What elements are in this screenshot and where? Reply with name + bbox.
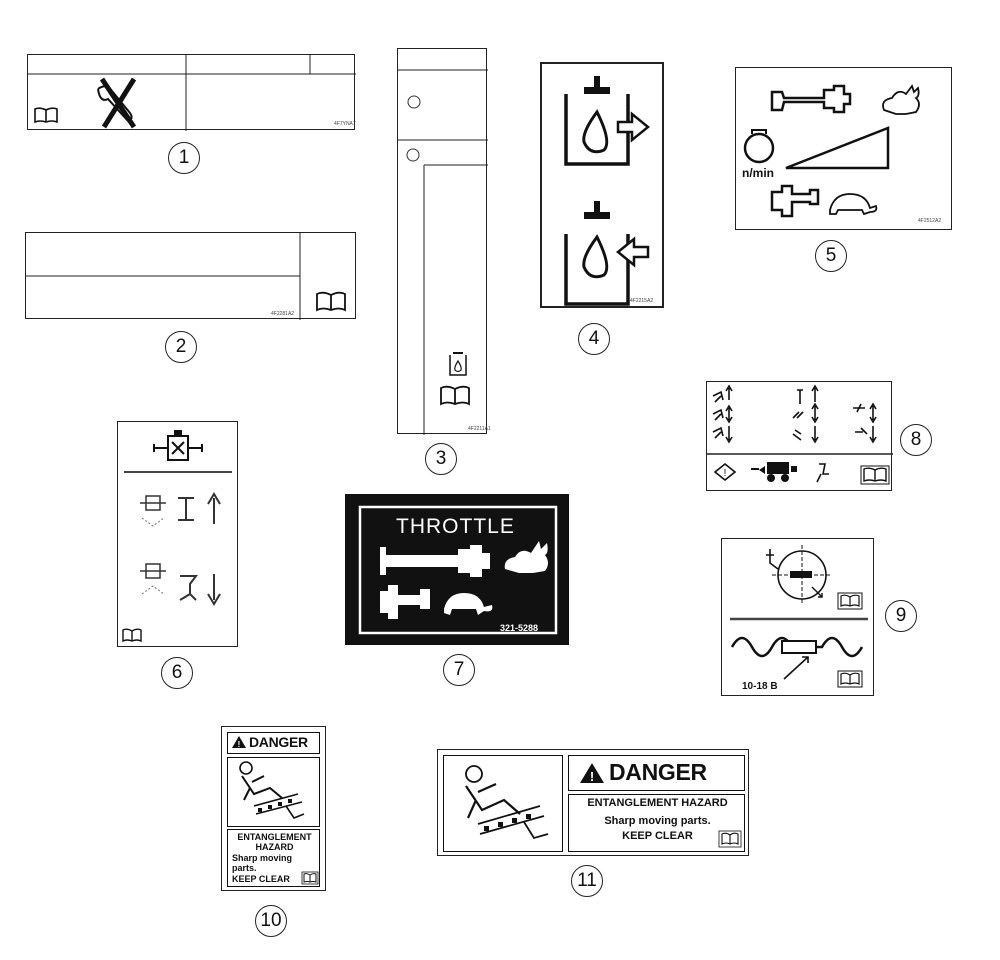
callout-8: 8 <box>900 424 932 456</box>
entanglement-person-icon <box>465 765 549 840</box>
decal-9: 10-18 B <box>721 538 874 696</box>
decal-7-inner-border <box>358 505 558 635</box>
hazard-text: ENTANGLEMENT HAZARD <box>587 797 728 809</box>
valve-lower-icon <box>140 563 166 595</box>
throttle-lever-slow-icon <box>380 585 430 619</box>
hydraulic-oil-out-icon <box>564 76 650 306</box>
throttle-lever-slow-icon <box>770 184 820 218</box>
danger-signal-word: DANGER <box>609 759 707 785</box>
entanglement-person-icon <box>239 761 305 819</box>
rabbit-icon <box>504 541 548 573</box>
message-line-2: parts. <box>232 863 257 873</box>
valve-icon <box>153 430 203 461</box>
decal-4: 4F2215A2 <box>540 62 664 308</box>
hydraulic-oil-icon <box>449 352 467 376</box>
engine-speed-icon <box>743 129 775 164</box>
callout-9: 9 <box>885 600 917 632</box>
danger-pictogram-box <box>443 755 563 852</box>
decal-1: 4F7YNA7 <box>27 54 356 131</box>
decal-7: THROTTLE 321-5288 <box>345 494 569 645</box>
callout-2: 2 <box>165 331 197 363</box>
message-line-1: Sharp moving parts. <box>604 815 711 827</box>
callout-7: 7 <box>443 654 475 686</box>
speed-ramp-icon <box>785 126 890 170</box>
manual-book-icon <box>316 291 346 312</box>
manual-book-icon <box>860 465 890 485</box>
manual-book-icon <box>837 592 863 610</box>
callout-1: 1 <box>168 142 200 174</box>
decal-10: ! DANGER ENTANGLEMENT HAZARD Sharp movin… <box>221 726 326 891</box>
auger-rotation-icon: 10-18 B <box>730 545 868 692</box>
raise-arrow-icon <box>178 492 221 524</box>
throttle-lever-fast-icon <box>380 545 490 577</box>
message-line-2: KEEP CLEAR <box>622 830 693 842</box>
warning-triangle-icon: ! <box>580 763 604 784</box>
svg-text:!: ! <box>590 769 594 784</box>
turtle-icon <box>829 193 878 216</box>
throttle-title: THROTTLE <box>396 515 515 538</box>
decal-2: 4F2281A2 <box>25 232 356 320</box>
danger-header: ! DANGER <box>227 732 320 754</box>
decal-5: n/min 4F2512A2 <box>735 67 952 230</box>
decal-3: 4F2211A1 <box>397 48 491 435</box>
callout-10: 10 <box>255 905 287 937</box>
warning-triangle-icon: ! <box>232 736 246 749</box>
engine-speed-unit: n/min <box>742 166 774 180</box>
callout-3: 3 <box>425 443 457 475</box>
danger-text-box: ENTANGLEMENT HAZARD Sharp moving parts. … <box>568 794 745 852</box>
turtle-icon <box>444 593 493 615</box>
message-line-3: KEEP CLEAR <box>232 874 290 884</box>
lower-arrow-icon <box>179 574 221 606</box>
svg-text:10-18 B: 10-18 B <box>742 681 778 692</box>
manual-book-icon <box>440 385 470 406</box>
manual-book-icon <box>301 871 319 885</box>
decal-1-layout <box>28 55 356 131</box>
rabbit-icon <box>882 84 920 115</box>
decal-6-divider <box>124 471 232 473</box>
callout-6: 6 <box>161 657 193 689</box>
decal-6 <box>117 421 238 647</box>
hazard-line-2: HAZARD <box>255 842 294 852</box>
wrench-prohibited-icon <box>97 77 137 129</box>
danger-text-box: ENTANGLEMENT HAZARD Sharp moving parts. … <box>227 829 320 887</box>
manual-book-icon <box>837 670 863 688</box>
callout-4: 4 <box>578 323 610 355</box>
danger-signal-word: DANGER <box>249 734 308 750</box>
decal-2-layout <box>26 233 301 320</box>
control-functions-grid: ! <box>707 384 893 483</box>
decal-8: ! <box>706 381 893 491</box>
svg-text:!: ! <box>724 468 727 479</box>
decal-3-layout <box>398 69 488 435</box>
callout-5: 5 <box>815 240 847 272</box>
manual-book-icon <box>122 628 142 643</box>
hazard-line-1: ENTANGLEMENT <box>237 832 312 842</box>
valve-raise-icon <box>140 495 166 527</box>
manual-book-icon <box>34 107 58 124</box>
throttle-part-number: 321-5288 <box>500 623 539 633</box>
decal-11: ! DANGER ENTANGLEMENT HAZARD Sharp movin… <box>437 749 749 856</box>
manual-book-icon <box>718 830 742 848</box>
danger-pictogram-box <box>227 757 320 827</box>
svg-text:!: ! <box>238 740 241 749</box>
message-line-1: Sharp moving <box>232 853 293 863</box>
danger-header: ! DANGER <box>568 755 745 791</box>
callout-11: 11 <box>571 865 603 897</box>
throttle-lever-fast-icon <box>770 84 852 114</box>
